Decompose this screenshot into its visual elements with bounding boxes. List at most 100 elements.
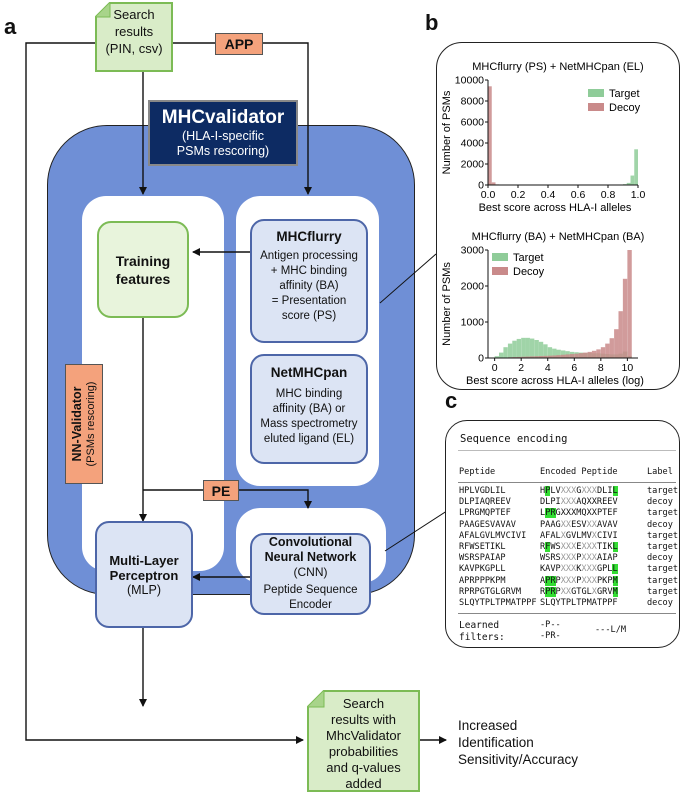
bar-decoy: [627, 250, 631, 358]
y-axis-label: Number of PSMs: [441, 262, 453, 346]
legend-label-decoy: Decoy: [609, 102, 641, 114]
mlp-line2: Perceptron: [110, 568, 179, 583]
peptide-cell: APRPPPKPM: [459, 576, 506, 587]
y-tick-label: 10000: [455, 75, 484, 87]
y-tick-label: 0: [478, 353, 484, 365]
mlp-line3: (MLP): [127, 583, 161, 597]
mhcvalidator-title: MHCvalidator: [162, 107, 284, 129]
encoded-peptide-cell: APRPXXXPXXXPKPM: [540, 576, 618, 587]
encoded-segment: XXX: [561, 553, 577, 563]
x-tick-label: 10: [622, 362, 634, 374]
search-results-line2: results: [97, 23, 171, 40]
legend-swatch-target: [588, 89, 604, 97]
x-tick-label: 8: [598, 362, 604, 374]
encoded-segment: PR: [545, 508, 555, 518]
peptide-cell: AFALGVLMVCIVI: [459, 531, 526, 542]
encoded-segment: L: [613, 542, 618, 552]
x-tick-label: 0.2: [511, 189, 526, 201]
encoded-segment: M: [613, 576, 618, 586]
header-divider-top: [458, 450, 676, 451]
bar-target: [512, 341, 516, 358]
encoded-segment: XXX: [561, 576, 577, 586]
encoded-segment: AIAP: [597, 553, 618, 563]
bar-target: [530, 339, 534, 358]
chart-title: MHCflurry (BA) + NetMHCpan (BA): [472, 231, 645, 243]
document-fold-icon: [307, 690, 325, 708]
pe-tag: PE: [203, 480, 239, 501]
header-divider: [458, 482, 676, 483]
encoded-peptide-cell: KAVPXXXKXXXGPLL: [540, 564, 618, 575]
header-label: Label: [647, 467, 673, 477]
label-cell: decoy: [647, 553, 673, 564]
x-axis-label: Best score across HLA-I alleles (log): [466, 375, 644, 387]
bar-decoy: [610, 338, 614, 358]
bar-target: [526, 338, 530, 358]
netmhcpan-line1: MHC binding: [252, 387, 366, 402]
nn-validator-subtitle: (PSMs rescoring): [84, 382, 98, 467]
bar-decoy: [614, 329, 618, 358]
cnn-line4: Peptide Sequence: [264, 583, 358, 598]
netmhcpan-line4: eluted ligand (EL): [252, 432, 366, 447]
x-tick-label: 6: [571, 362, 577, 374]
mhcflurry-line1: Antigen processing: [252, 249, 366, 264]
netmhcpan-box: NetMHCpan MHC binding affinity (BA) or M…: [250, 354, 368, 464]
encoded-segment: TIK: [597, 542, 613, 552]
encoded-segment: WSRS: [540, 553, 561, 563]
mhcflurry-line4: = Presentation: [252, 294, 366, 309]
encoded-segment: L: [613, 486, 618, 496]
encoded-segment: XXX: [581, 542, 597, 552]
bar-decoy: [618, 311, 622, 358]
x-tick-label: 4: [545, 362, 551, 374]
sequence-encoding-title: Sequence encoding: [460, 433, 567, 445]
mhcvalidator-subtitle1: (HLA-I-specific: [182, 129, 264, 144]
nn-validator-title: NN-Validator: [70, 387, 84, 462]
encoded-segment: PAAG: [540, 520, 561, 530]
search-results-line3: (PIN, csv): [97, 40, 171, 57]
encoded-segment: AQXXREEV: [576, 497, 617, 507]
y-tick-label: 3000: [461, 245, 485, 257]
cnn-line1: Convolutional: [269, 535, 352, 550]
bar-decoy: [601, 347, 605, 358]
output-line5: and q-values: [309, 760, 418, 776]
filter-3: ---L/M: [595, 625, 626, 635]
output-line4: probabilities: [309, 744, 418, 760]
encoded-segment: DLPI: [540, 497, 561, 507]
label-cell: target: [647, 531, 678, 542]
peptide-cell: SLQYTPLTPMATPPF: [459, 598, 537, 609]
encoded-segment: AVAV: [597, 520, 618, 530]
encoded-segment: GRV: [597, 587, 613, 597]
output-line3: MhcValidator: [309, 728, 418, 744]
cnn-box: Convolutional Neural Network (CNN) Pepti…: [250, 533, 371, 615]
mhcvalidator-subtitle2: PSMs rescoring): [177, 144, 269, 159]
training-features-line2: features: [116, 270, 170, 288]
encoded-segment: XXX: [561, 486, 577, 496]
mhcflurry-line3: affinity (BA): [252, 279, 366, 294]
bar-target: [631, 176, 635, 185]
label-cell: decoy: [647, 598, 673, 609]
encoded-segment: GXXXMQXXPTEF: [556, 508, 618, 518]
mhcflurry-line2: + MHC binding: [252, 264, 366, 279]
result-line3: Sensitivity/Accuracy: [458, 751, 578, 768]
bar-decoy: [579, 353, 583, 358]
y-tick-label: 8000: [461, 96, 485, 108]
peptide-cell: RPRPGTGLGRVM: [459, 587, 521, 598]
encoded-segment: XX: [587, 520, 597, 530]
encoded-segment: XXX: [561, 497, 577, 507]
filter-1: -P--: [540, 620, 561, 631]
encoded-segment: AFAL: [540, 531, 561, 541]
x-tick-label: 0.8: [601, 189, 616, 201]
label-cell: target: [647, 587, 678, 598]
bar-decoy: [605, 344, 609, 358]
legend-label-decoy: Decoy: [513, 266, 545, 278]
encoded-segment: GVLMV: [566, 531, 592, 541]
peptide-cell: HPLVGDLIL: [459, 486, 506, 497]
label-cell: target: [647, 564, 678, 575]
label-cell: decoy: [647, 497, 673, 508]
result-text: Increased Identification Sensitivity/Acc…: [458, 717, 578, 768]
mhcflurry-line5: score (PS): [252, 309, 366, 324]
